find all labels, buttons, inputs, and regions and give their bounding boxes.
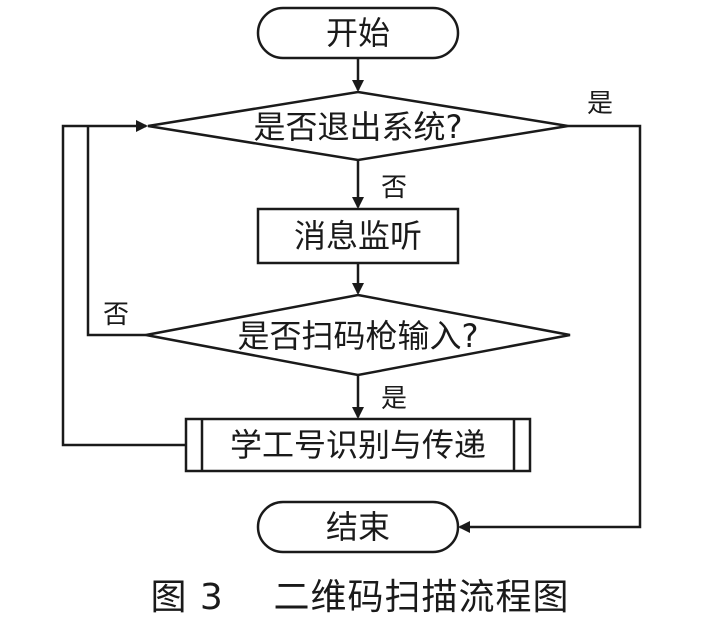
end-node: 结束 [256,500,460,554]
start-node: 开始 [256,6,460,60]
figure-caption: 图 3 二维码扫描流程图 [150,577,570,618]
edge-scan-no [86,126,146,337]
listen-label: 消息监听 [294,217,422,255]
exit-decision-label: 是否退出系统? [254,108,463,146]
listen-node: 消息监听 [256,207,460,265]
edge-exit-yes [458,124,642,533]
start-label: 开始 [326,14,390,52]
exit-decision-node: 是否退出系统? [147,90,569,162]
scan-decision-label: 是否扫码枪输入? [238,317,479,355]
flowchart: 开始 是否退出系统? 否 消息监听 是否扫码枪输入? 是 学工号识别与传递 否 … [61,6,642,554]
exit-no-label: 否 [381,173,407,203]
edge-process-loop [61,120,186,447]
scan-no-label: 否 [103,300,129,330]
exit-yes-label: 是 [587,89,613,119]
scan-decision-node: 是否扫码枪输入? [145,293,571,377]
end-label: 结束 [326,508,390,546]
process-label: 学工号识别与传递 [230,426,486,464]
scan-yes-label: 是 [381,384,407,414]
process-node: 学工号识别与传递 [184,417,532,473]
